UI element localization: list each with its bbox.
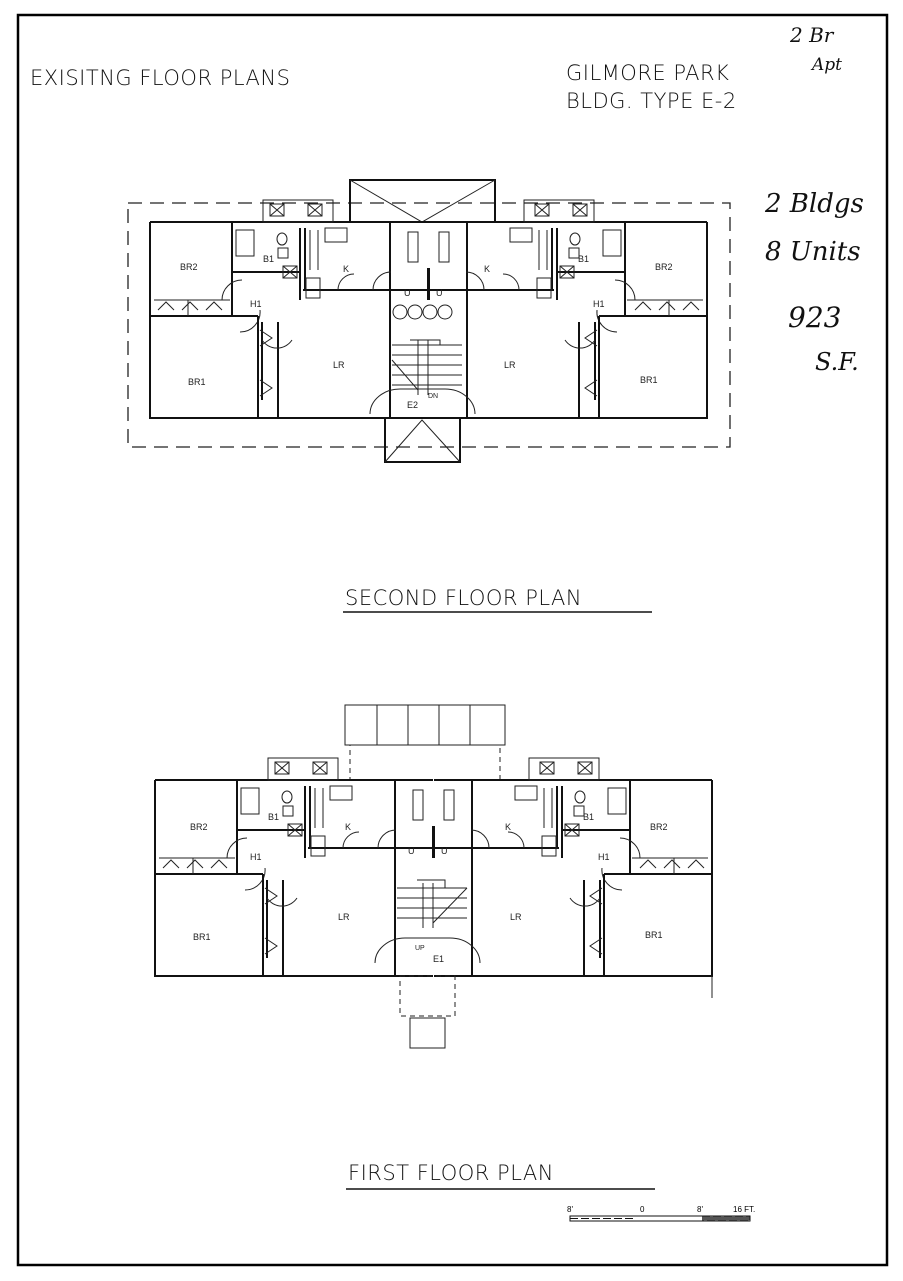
room-k-right: K (484, 264, 490, 274)
room-br2-left: BR2 (180, 262, 198, 272)
room-e2: E2 (407, 400, 418, 410)
room-br1-right: BR1 (645, 930, 663, 940)
porch-roof (344, 704, 506, 746)
sheet-title: EXISITNG FLOOR PLANS (30, 66, 290, 90)
unit-right (433, 757, 713, 977)
room-lr-left: LR (338, 912, 350, 922)
room-e1: E1 (433, 954, 444, 964)
note-units: 8 Units (765, 237, 861, 267)
room-b1-left: B1 (268, 812, 279, 822)
room-k-left: K (345, 822, 351, 832)
note-unit-type: 2 Br (789, 23, 835, 47)
first-floor-plan: BR2 BR1 B1 H1 K LR U U K LR B1 H1 BR2 BR… (154, 704, 713, 1049)
scale-label-0: 8' (567, 1205, 573, 1214)
entry-canopy-top (349, 179, 496, 223)
roof-outline (127, 202, 731, 448)
room-u-right: U (441, 846, 448, 856)
room-br2-right: BR2 (650, 822, 668, 832)
second-floor-plan: BR2 BR1 B1 H1 K LR U U K LR B1 H1 BR2 BR… (127, 179, 731, 463)
room-br1-left: BR1 (193, 932, 211, 942)
first-floor-caption: FIRST FLOOR PLAN (348, 1161, 554, 1185)
room-u-left: U (408, 846, 415, 856)
unit-right (428, 199, 708, 419)
room-k-left: K (343, 264, 349, 274)
room-h1-left: H1 (250, 852, 262, 862)
scale-label-1: 0 (640, 1205, 645, 1214)
project-name: GILMORE PARK (566, 61, 729, 85)
room-b1-right: B1 (578, 254, 589, 264)
entry-canopy-bottom (384, 417, 461, 463)
room-b1-right: B1 (583, 812, 594, 822)
room-u-right: U (436, 288, 443, 298)
room-k-right: K (505, 822, 511, 832)
room-b1-left: B1 (263, 254, 274, 264)
room-br2-right: BR2 (655, 262, 673, 272)
building-type: BLDG. TYPE E-2 (566, 89, 737, 113)
stair-dn: DN (428, 393, 438, 400)
unit-left (154, 757, 434, 977)
room-lr-right: LR (504, 360, 516, 370)
stair-up: UP (415, 945, 425, 952)
scale-label-2: 8' (697, 1205, 703, 1214)
note-buildings: 2 Bldgs (764, 189, 864, 219)
room-h1-right: H1 (593, 299, 605, 309)
second-floor-caption: SECOND FLOOR PLAN (345, 586, 582, 610)
sheet-border (16, 13, 889, 1267)
room-lr-right: LR (510, 912, 522, 922)
scale-bar: 8' 0 8' 16 FT. (567, 1205, 755, 1222)
room-br1-left: BR1 (188, 377, 206, 387)
note-apt: Apt (810, 55, 842, 75)
room-h1-left: H1 (250, 299, 262, 309)
room-br2-left: BR2 (190, 822, 208, 832)
note-area-unit: S.F. (815, 348, 859, 376)
scale-label-3: 16 FT. (733, 1205, 755, 1214)
room-lr-left: LR (333, 360, 345, 370)
room-u-left: U (404, 288, 411, 298)
note-area: 923 (788, 301, 841, 334)
room-h1-right: H1 (598, 852, 610, 862)
room-br1-right: BR1 (640, 375, 658, 385)
